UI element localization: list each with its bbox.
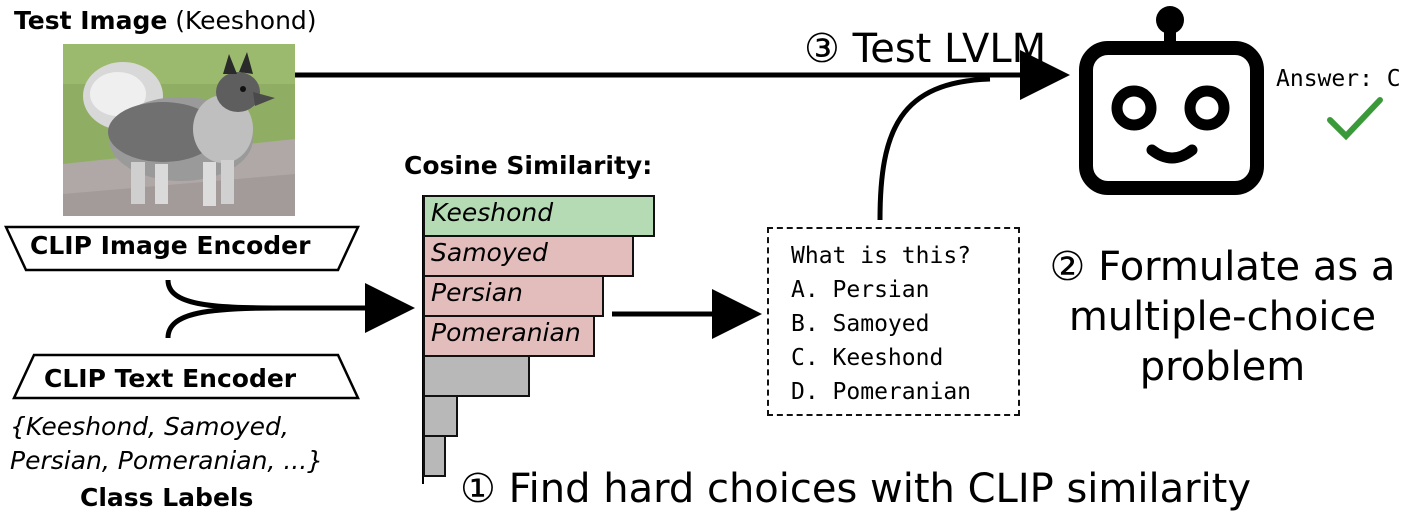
option-a: A. Persian (791, 277, 930, 303)
similarity-bar-label: Pomeranian (431, 318, 581, 347)
image-encoder-label: CLIP Image Encoder (30, 231, 311, 260)
similarity-bar-persian: Persian (423, 275, 604, 317)
lvlm-answer: Answer: C (1276, 66, 1401, 92)
similarity-bar-label: Keeshond (431, 198, 554, 227)
similarity-bar-other-5 (423, 395, 458, 437)
cosine-similarity-title: Cosine Similarity: (404, 151, 653, 180)
similarity-bar-samoyed: Samoyed (423, 235, 634, 277)
text-to-similarity-curve (165, 305, 281, 339)
image-to-similarity-curve (165, 279, 281, 311)
question-prompt: What is this? (791, 243, 972, 269)
class-labels-line-2: Persian, Pomeranian, ...} (10, 446, 324, 475)
text-encoder-label: CLIP Text Encoder (44, 364, 297, 393)
similarity-bar-other-6 (423, 435, 446, 477)
class-labels-line-1: {Keeshond, Samoyed, (10, 412, 289, 441)
class-labels-list: {Keeshond, Samoyed, Persian, Pomeranian,… (10, 410, 323, 478)
text-encoder-shape (12, 353, 360, 400)
test-image-title-bold: Test Image (14, 6, 168, 35)
test-image-title-class: (Keeshond) (175, 6, 317, 35)
check-icon (1327, 97, 1383, 141)
step-2-line-3: problem (1139, 344, 1306, 390)
image-encoder-shape (4, 225, 360, 272)
step-2-line-2: multiple-choice (1068, 294, 1377, 340)
question-to-lvlm-curve (877, 76, 991, 221)
option-b: B. Samoyed (791, 311, 930, 337)
class-labels-caption: Class Labels (80, 483, 254, 512)
keeshond-photo (63, 44, 295, 216)
similarity-bar-other-4 (423, 355, 530, 397)
option-d: D. Pomeranian (791, 379, 972, 405)
robot-icon (1079, 6, 1264, 195)
step-2-label: ② Formulate as a multiple-choice problem (1030, 242, 1415, 392)
multiple-choice-question-box: What is this? A. Persian B. Samoyed C. K… (767, 227, 1020, 416)
step-3-label: ③ Test LVLM (804, 26, 1047, 72)
option-c: C. Keeshond (791, 345, 944, 371)
similarity-bar-keeshond: Keeshond (423, 195, 655, 237)
step-2-line-1: ② Formulate as a (1049, 244, 1396, 290)
similarity-bar-label: Samoyed (431, 238, 548, 267)
test-image-title: Test Image (Keeshond) (14, 6, 317, 35)
similarity-bar-pomeranian: Pomeranian (423, 315, 595, 357)
step-1-label: ① Find hard choices with CLIP similarity (460, 466, 1252, 512)
similarity-bar-label: Persian (431, 278, 523, 307)
